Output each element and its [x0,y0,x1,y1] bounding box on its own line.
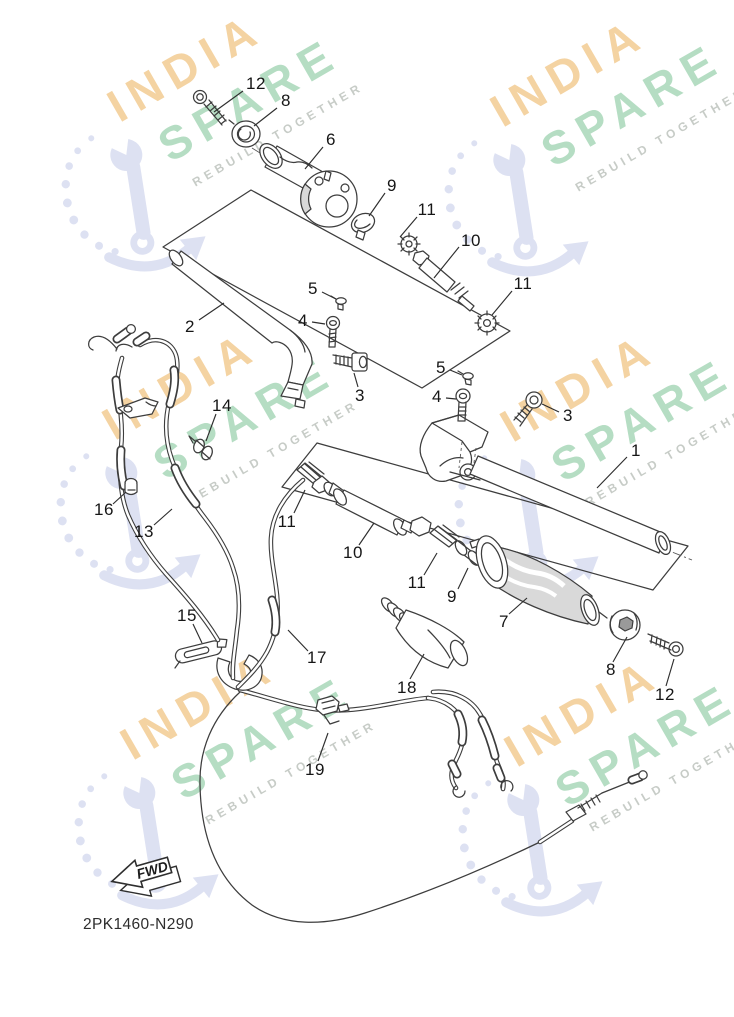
leader-line [368,192,386,217]
leader-line [321,291,337,300]
leader-line [192,623,203,644]
part-8-cap-right [598,609,641,641]
callout-16: 16 [94,500,114,519]
leader-line [304,146,324,170]
callout-17: 17 [307,648,327,667]
callout-11: 11 [417,200,437,219]
callout-3: 3 [355,386,365,405]
leader-line [409,653,425,680]
part-19-clamp [315,695,350,725]
callout-12: 12 [655,685,675,704]
leader-line [311,321,326,325]
leader-line [541,403,560,413]
callout-10: 10 [461,231,481,250]
leader-line [508,597,528,615]
part-10-adjuster-mid [323,481,432,537]
leader-line [153,508,173,526]
callout-18: 18 [397,678,417,697]
leader-line [491,290,513,316]
part-3-bolt-left [332,352,368,372]
callout-8: 8 [281,91,291,110]
leader-line [612,636,628,663]
leader-line [445,397,457,400]
callout-5: 5 [308,279,318,298]
leader-line [317,732,329,762]
leader-line [205,413,217,442]
part-4-screw-right [455,388,471,422]
callout-11: 11 [513,274,533,293]
callout-10: 10 [343,543,363,562]
leader-line [449,369,463,376]
part-12-screw-top [192,89,227,126]
part-11-nut-top2 [474,310,500,336]
leader-line [433,246,460,279]
callout-11: 11 [407,573,427,592]
leader-line [213,90,244,113]
callout-5: 5 [436,358,446,377]
part-17-cable [235,477,306,690]
part-6-throttle-grip [259,143,358,228]
part-11-nut-top1 [397,232,421,256]
callout-6: 6 [326,130,336,149]
callout-13: 13 [134,522,154,541]
callout-4: 4 [298,311,308,330]
leader-line [353,372,359,388]
leader-line [198,302,225,321]
callout-12: 12 [246,74,266,93]
callout-9: 9 [447,587,457,606]
part-4-screw-left [325,315,341,348]
callout-1: 1 [631,441,641,460]
callout-15: 15 [177,606,197,625]
diagram-part-code: 2PK1460-N290 [83,916,194,933]
callout-8: 8 [606,660,616,679]
part-15-stay [174,638,228,664]
leader-line [253,107,278,127]
leader-line [287,629,309,652]
callout-3: 3 [563,406,573,425]
leader-line [457,567,469,590]
leader-line [293,489,306,514]
part-12-screw-right [647,633,684,657]
part-11-nut-mid-right [429,524,460,548]
leader-line [665,658,675,687]
leader-line [399,216,418,238]
part-3-bolt-right [513,391,543,427]
leader-line [423,552,438,576]
callout-2: 2 [185,317,195,336]
leader-line [596,456,628,489]
callout-9: 9 [387,176,397,195]
callout-19: 19 [305,760,325,779]
part-8-cap-top [228,119,261,148]
callout-7: 7 [499,612,509,631]
callout-4: 4 [432,387,442,406]
part-14-clamp [188,435,213,461]
leader-line [358,522,375,546]
callout-14: 14 [212,396,232,415]
part-5-screw-right [457,370,474,386]
part-15-tab [174,660,181,669]
leader-lines [112,90,675,762]
part-18-boot [380,597,469,669]
part-9-guide-top [350,212,376,241]
callout-11: 11 [277,512,297,531]
